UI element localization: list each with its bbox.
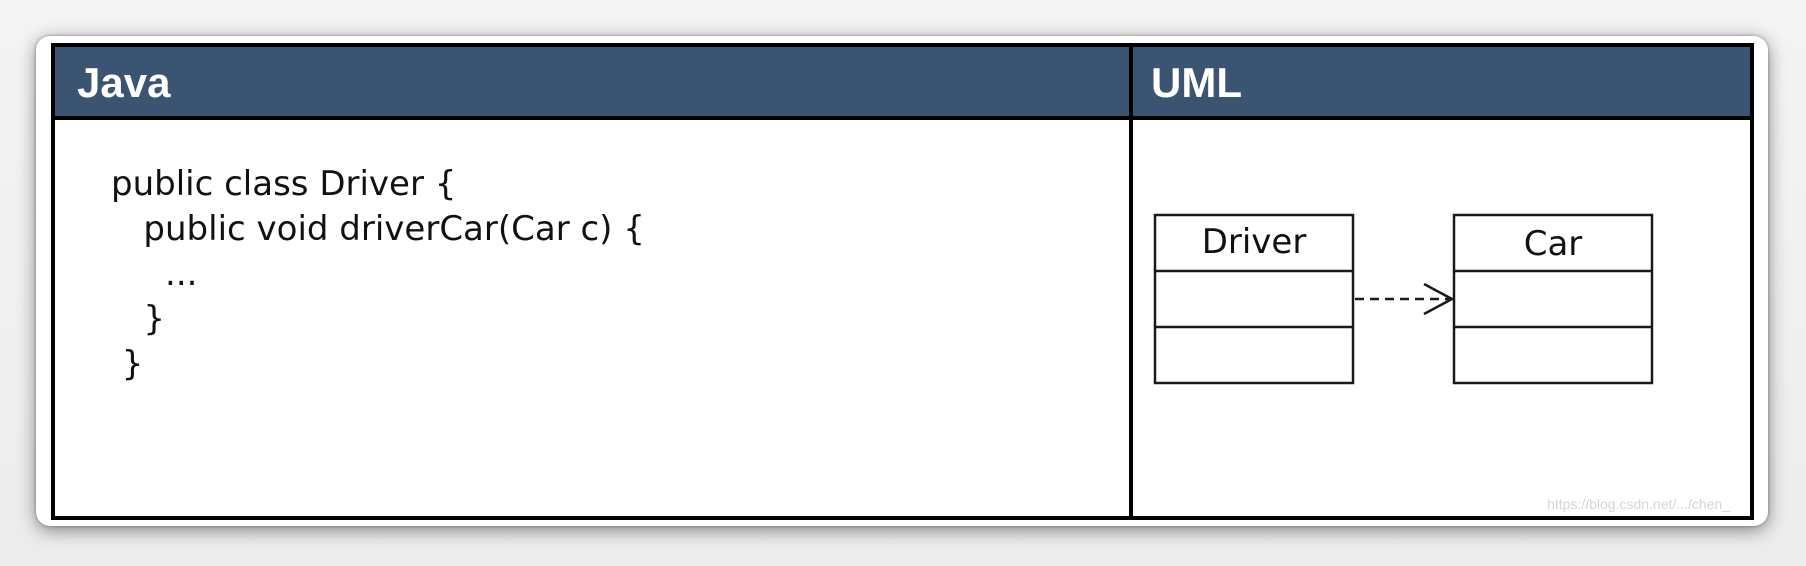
code-line: public class Driver { — [111, 164, 457, 204]
figure-card: Java UML public class Driver { public vo… — [36, 36, 1768, 526]
open-arrowhead — [1423, 282, 1455, 316]
uml-header-label: UML — [1151, 59, 1242, 106]
java-code-block: public class Driver { public void driver… — [111, 162, 645, 387]
watermark-text: https://blog.csdn.net/.../chen_ — [1547, 496, 1730, 512]
column-divider — [1129, 47, 1133, 516]
code-line: } — [111, 344, 144, 384]
java-column-header: Java — [55, 47, 1129, 120]
uml-diagram: Driver Car — [1153, 213, 1654, 385]
comparison-table: Java UML public class Driver { public vo… — [51, 43, 1754, 520]
uml-column-header: UML — [1129, 47, 1750, 120]
driver-class-box — [1153, 213, 1355, 385]
dependency-arrow — [1355, 282, 1455, 316]
uml-class-driver: Driver — [1153, 213, 1355, 385]
code-line: ... — [111, 254, 198, 294]
java-header-label: Java — [77, 59, 171, 106]
driver-class-name: Driver — [1202, 222, 1307, 262]
code-line: } — [111, 299, 166, 339]
car-class-box — [1452, 213, 1654, 385]
code-line: public void driverCar(Car c) { — [111, 209, 645, 249]
car-class-name: Car — [1524, 224, 1583, 264]
uml-class-car: Car — [1452, 213, 1654, 385]
